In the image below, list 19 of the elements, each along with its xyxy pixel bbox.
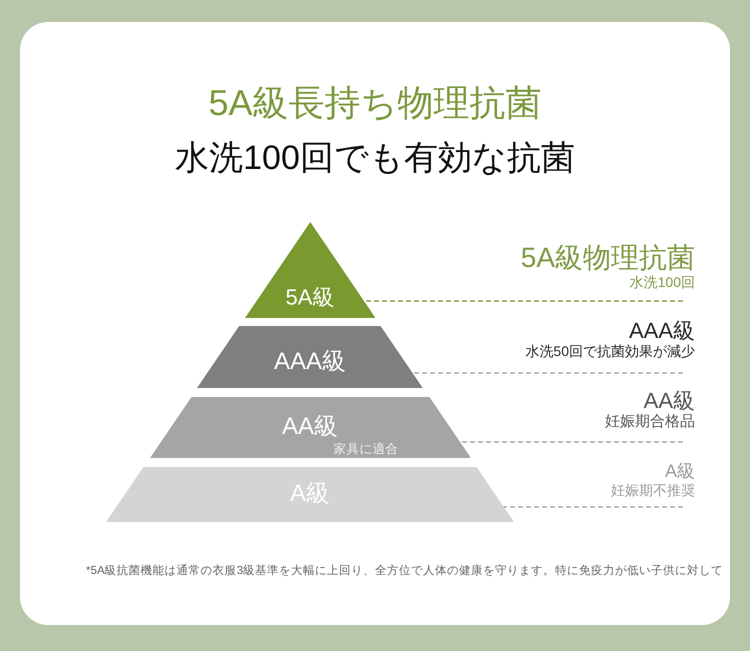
level-heading: AAA級 xyxy=(628,318,695,344)
leader-line xyxy=(504,506,683,508)
tier-label: 5A級 xyxy=(286,284,334,310)
footnote: *5A級抗菌機能は通常の衣服3級基準を大幅に上回り、全方位で人体の健康を守ります。特に免疫力が低い子供に対して xyxy=(86,564,724,578)
level-description: 水洗100回 xyxy=(630,274,695,290)
level-description: 妊娠期合格品 xyxy=(605,413,695,431)
subtitle: 水洗100回でも有効な抗菌 xyxy=(175,139,575,178)
level-heading: AA級 xyxy=(644,388,695,414)
title: 5A級長持ち物理抗菌 xyxy=(208,82,542,124)
level-description: 妊娠期不推奨 xyxy=(611,482,695,498)
level-description: 水洗50回で抗菌効果が減少 xyxy=(525,343,695,360)
level-heading: A級 xyxy=(664,461,695,482)
leader-line xyxy=(412,372,683,374)
tier-label: AAA級 xyxy=(274,348,346,376)
leader-line xyxy=(364,300,683,302)
leader-line xyxy=(460,441,683,443)
tier-label: AA級 xyxy=(282,413,338,441)
level-heading: 5A級物理抗菌 xyxy=(520,242,695,274)
tier-note: 家具に適合 xyxy=(333,442,398,456)
